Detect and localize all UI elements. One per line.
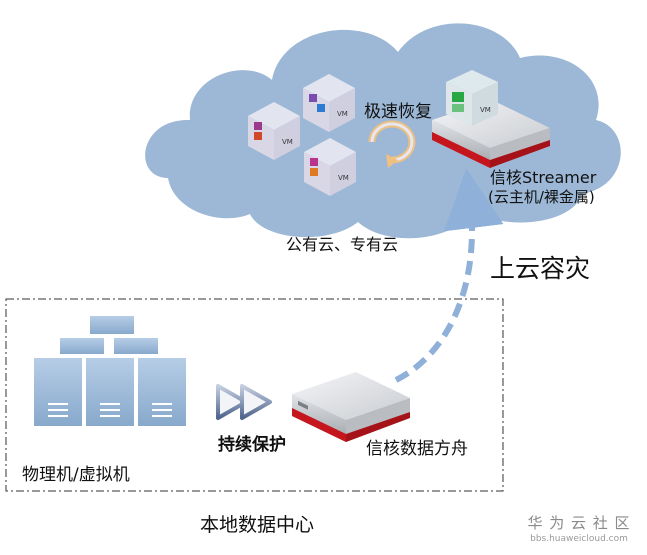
streamer-label: 信核Streamer — [490, 168, 597, 187]
watermark-title: 华 为 云 社 区 — [527, 514, 631, 532]
svg-text:VM: VM — [338, 174, 349, 182]
datacenter-boundary — [5, 298, 504, 492]
fast-restore-label: 极速恢复 — [364, 102, 432, 122]
watermark-url: bbs.huaweicloud.com — [530, 534, 628, 544]
protect-label: 持续保护 — [218, 435, 286, 455]
vm-cube-icon: VM — [303, 74, 355, 132]
cloud-caption: 公有云、专有云 — [286, 235, 399, 254]
watermark: 华 为 云 社 区 bbs.huaweicloud.com — [518, 512, 640, 544]
appliance-label: 信核数据方舟 — [366, 439, 468, 459]
svg-text:VM: VM — [282, 138, 293, 146]
svg-text:VM: VM — [337, 110, 348, 118]
servers-caption: 物理机/虚拟机 — [22, 465, 130, 485]
datacenter-caption: 本地数据中心 — [200, 514, 315, 536]
recovery-cycle-icon — [368, 120, 416, 168]
server-stack-icon — [34, 316, 186, 426]
disaster-recovery-arrow — [394, 168, 504, 383]
data-ark-appliance-icon — [292, 372, 410, 442]
protection-arrows-icon — [216, 384, 272, 420]
streamer-server-icon: VM — [432, 70, 550, 168]
vm-cube-icon: VM — [304, 138, 356, 196]
svg-text:VM: VM — [480, 106, 491, 114]
vm-cube-icon: VM — [248, 102, 300, 160]
streamer-sublabel: (云主机/裸金属) — [488, 188, 595, 206]
arrow-label: 上云容灾 — [490, 254, 591, 283]
